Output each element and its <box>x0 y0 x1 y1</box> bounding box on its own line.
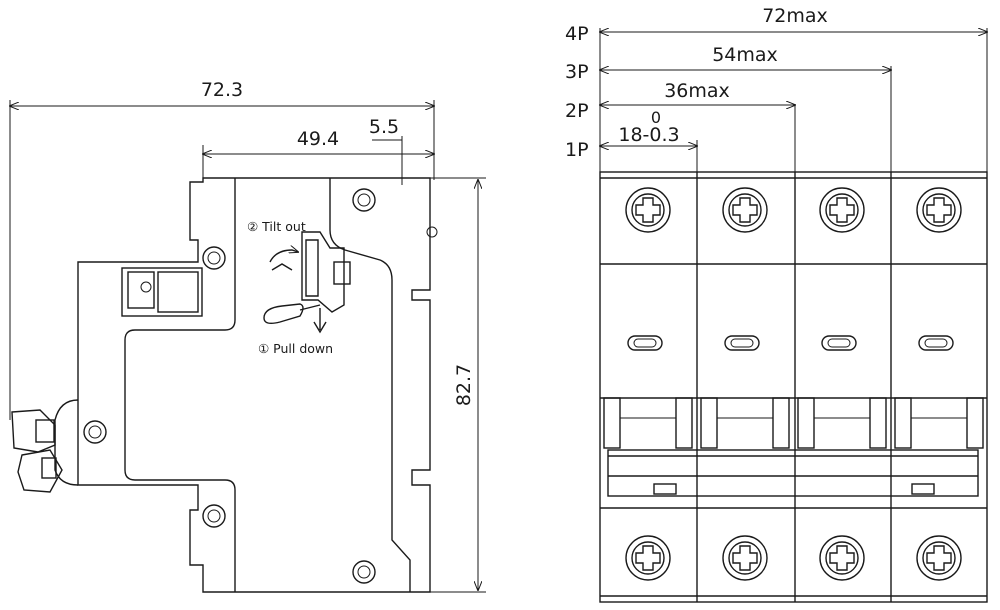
pole-label-1p: 1P <box>565 139 589 161</box>
side-body-outline <box>77 177 431 593</box>
width-4p: 72max <box>762 5 828 27</box>
side-handle-window <box>121 267 203 317</box>
dimension-body-width: 49.4 <box>203 128 434 178</box>
side-inner-profile <box>329 178 411 592</box>
pole-label-2p: 2P <box>565 100 589 122</box>
width-1p-tolerance: 0 <box>651 108 661 127</box>
side-screws <box>83 188 438 584</box>
pole-label-4p: 4P <box>565 23 589 45</box>
height-label: 82.7 <box>453 364 475 406</box>
side-left-terminal <box>11 399 79 493</box>
handle-bar <box>600 397 987 497</box>
side-inner-recess <box>124 178 236 592</box>
offset-label: 5.5 <box>369 116 399 138</box>
dimension-height: 82.7 <box>410 177 486 593</box>
width-3p: 54max <box>712 44 778 66</box>
width-1p: 18-0.3 <box>618 124 679 146</box>
pole-label-3p: 3P <box>565 61 589 83</box>
tilt-out-note: ② Tilt out <box>247 219 306 234</box>
dimension-offset: 5.5 <box>369 116 403 185</box>
side-view: 72.3 49.4 5.5 82.7 <box>10 79 486 593</box>
overall-width-label: 72.3 <box>201 79 243 101</box>
front-body-outline <box>599 171 988 603</box>
dimension-overall-width: 72.3 <box>10 79 434 420</box>
top-terminal-screws <box>625 187 962 233</box>
width-2p: 36max <box>664 80 730 102</box>
indicator-windows <box>627 335 954 351</box>
bottom-terminal-screws <box>625 535 962 581</box>
front-view: 4P 3P 2P 1P 72max 54max 36max 0 18-0.3 <box>565 5 988 603</box>
side-clip-mechanism <box>263 231 351 334</box>
body-width-label: 49.4 <box>297 128 339 150</box>
pull-down-note: ① Pull down <box>258 341 333 356</box>
